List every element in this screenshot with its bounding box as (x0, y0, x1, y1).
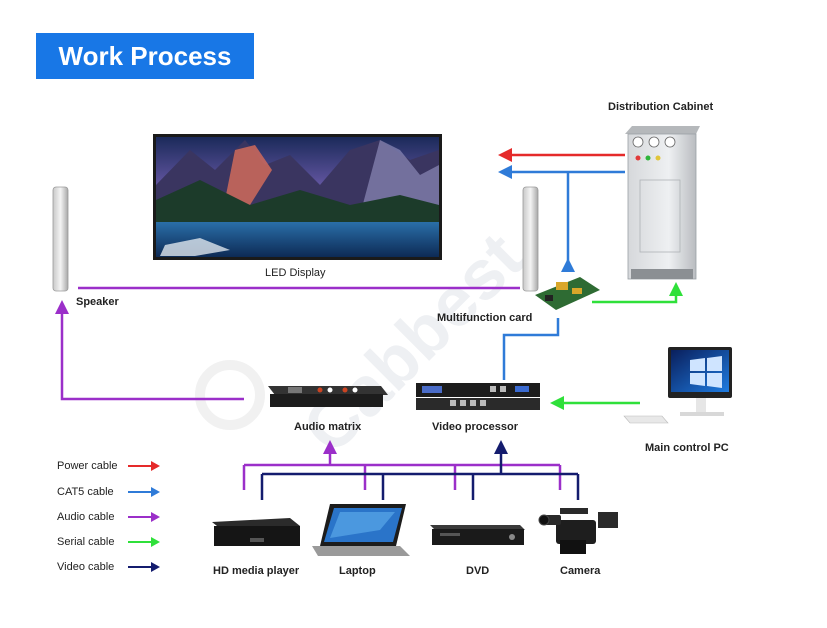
distribution-cabinet-label: Distribution Cabinet (608, 101, 714, 113)
multifunction-card-label: Multifunction card (437, 312, 533, 324)
cat5-cable-lines (502, 170, 625, 380)
hd-media-player-icon (212, 518, 300, 546)
audio-matrix-label: Audio matrix (294, 421, 362, 433)
legend-video-label: Video cable (57, 561, 115, 573)
led-display-icon (153, 134, 442, 260)
legend-audio-arrow (128, 512, 160, 522)
speaker-left-icon (52, 186, 69, 292)
legend-video-arrow (128, 562, 160, 572)
cat5-arrow-head-top (498, 165, 512, 179)
legend-serial-arrow (128, 537, 160, 547)
power-arrow-head (498, 148, 512, 162)
main-control-pc-icon (623, 347, 732, 424)
legend-serial-label: Serial cable (57, 536, 115, 548)
legend-power-arrow (128, 461, 160, 471)
video-arrow-head-processor (494, 440, 508, 454)
legend-audio-label: Audio cable (57, 511, 115, 523)
serial-arrow-head-processor (550, 396, 564, 410)
serial-cable-lines (562, 292, 678, 405)
audio-matrix-icon (268, 386, 388, 407)
video-processor-label: Video processor (432, 421, 518, 433)
page-title: Work Process (58, 41, 232, 71)
camera-label: Camera (560, 565, 601, 577)
watermark-sun-icon (195, 360, 265, 430)
laptop-icon (312, 504, 410, 556)
title-banner (36, 33, 254, 79)
legend-power-label: Power cable (57, 460, 118, 472)
audio-arrow-head-speaker (55, 300, 69, 314)
led-display-label: LED Display (265, 267, 326, 279)
multifunction-card-icon (535, 277, 600, 310)
camera-icon (538, 508, 618, 554)
laptop-label: Laptop (339, 565, 376, 577)
dvd-player-icon (430, 525, 525, 545)
video-cable-lines (260, 450, 580, 500)
serial-arrow-head-cabinet (669, 282, 683, 296)
speaker-label: Speaker (76, 296, 119, 308)
distribution-cabinet-icon (625, 126, 700, 280)
audio-cable-lines (60, 286, 562, 490)
hd-media-player-label: HD media player (213, 565, 300, 577)
legend-cat5-label: CAT5 cable (57, 486, 114, 498)
cat5-arrow-head-card (561, 258, 575, 272)
audio-arrow-head-matrix (323, 440, 337, 454)
main-control-pc-label: Main control PC (645, 442, 729, 454)
speaker-right-icon (522, 186, 539, 292)
dvd-label: DVD (466, 565, 490, 577)
video-processor-icon (416, 383, 540, 410)
legend-cat5-arrow (128, 487, 160, 497)
